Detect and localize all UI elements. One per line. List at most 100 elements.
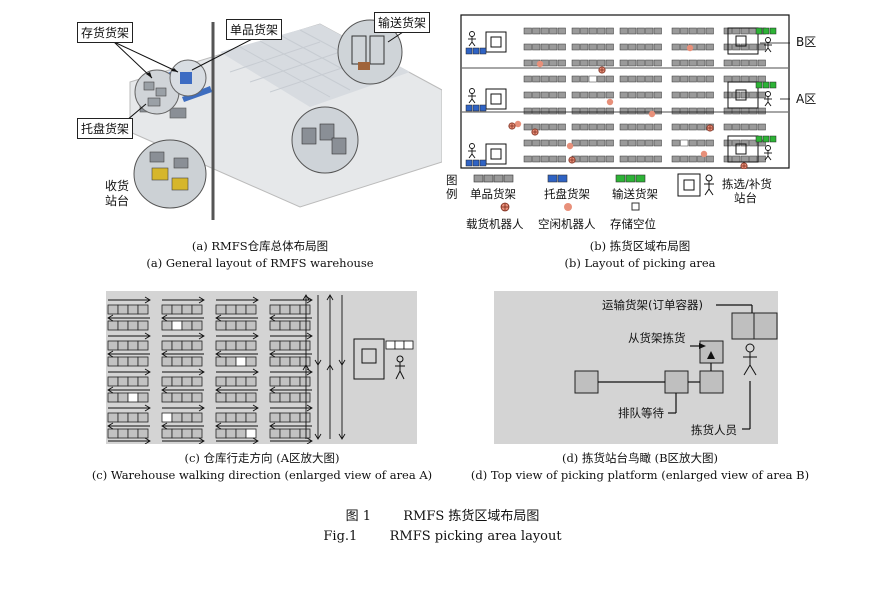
rack-cell [107, 428, 119, 439]
single-rack-cell [732, 107, 741, 115]
single-rack-cell [680, 27, 689, 35]
rack-cell [225, 340, 237, 351]
single-rack-cell [523, 123, 532, 131]
single-rack-cell [740, 123, 749, 131]
rack-cell [235, 320, 247, 331]
rack-cell [161, 304, 173, 315]
rack-cell [245, 340, 257, 351]
label-transport-rack: 运输货架(订单容器) [602, 298, 703, 312]
single-rack-cell [705, 139, 714, 147]
single-rack-cell [671, 75, 680, 83]
single-rack-cell [705, 27, 714, 35]
single-rack-cell [532, 107, 541, 115]
single-rack-cell [523, 27, 532, 35]
picker-icon [764, 91, 772, 107]
conveyor-rack-cell [755, 81, 763, 89]
single-rack-cell [597, 155, 606, 163]
rack-cell [137, 376, 149, 387]
single-rack-cell [705, 107, 714, 115]
single-rack-cell [688, 27, 697, 35]
rack-cell [137, 304, 149, 315]
single-rack-cell [557, 107, 566, 115]
rack-cell [137, 340, 149, 351]
rack-cell [181, 304, 193, 315]
single-rack-cell [653, 107, 662, 115]
rack-cell [181, 320, 193, 331]
rack-cell [117, 428, 129, 439]
panel-d-platform [494, 291, 778, 444]
single-rack-cell [680, 107, 689, 115]
queue-rack-1 [574, 370, 599, 394]
rack-cell [235, 428, 247, 439]
conveyor-rack-cell [762, 27, 770, 35]
rack-cell [191, 376, 203, 387]
rack-cell [117, 340, 129, 351]
single-rack-cell [549, 59, 558, 67]
single-rack-cell [636, 155, 645, 163]
panel-b-layout [460, 14, 790, 170]
rack-cell [245, 392, 257, 403]
rack-cell [289, 340, 301, 351]
single-rack-cell [588, 123, 597, 131]
single-rack-cell [740, 59, 749, 67]
rack-cell [127, 340, 139, 351]
panel-c-walking [106, 291, 417, 445]
single-rack-cell [749, 155, 758, 163]
figure-caption-cn: 图 1 RMFS 拣货区域布局图 [0, 505, 885, 524]
rack-cell [181, 392, 193, 403]
caption-a-en: (a) General layout of RMFS warehouse [146, 256, 374, 270]
rack-cell [235, 356, 247, 367]
single-rack-cell [549, 43, 558, 51]
single-rack-cell [605, 27, 614, 35]
label-storage-rack: 存货货架 [77, 22, 134, 43]
single-rack-cell [757, 155, 766, 163]
single-rack-cell [588, 75, 597, 83]
rack-cell [171, 304, 183, 315]
rack-cell [269, 412, 281, 423]
legend-title-1: 图 [446, 173, 458, 187]
loaded-robot [740, 162, 748, 170]
rack-cell [215, 376, 227, 387]
single-rack-cell [680, 123, 689, 131]
single-rack-cell [636, 43, 645, 51]
conveyor-rack-cell [769, 81, 777, 89]
single-rack-cell [653, 43, 662, 51]
single-rack-cell [740, 27, 749, 35]
rack-cell [181, 428, 193, 439]
single-rack-cell [671, 91, 680, 99]
rack-cell [191, 304, 203, 315]
single-rack-cell [645, 43, 654, 51]
legend-single-rack-swatch [473, 174, 514, 183]
rack-cell [117, 412, 129, 423]
rack-cell [225, 412, 237, 423]
rack-cell [235, 412, 247, 423]
rack-cell [299, 376, 311, 387]
loaded-robot [508, 122, 516, 130]
single-rack-cell [628, 123, 637, 131]
single-rack-cell [680, 155, 689, 163]
rack-cell [127, 304, 139, 315]
single-rack-cell [749, 123, 758, 131]
single-rack-cell [740, 107, 749, 115]
figure-caption-en: Fig.1 RMFS picking area layout [0, 529, 885, 544]
idle-robot [606, 98, 614, 106]
single-rack-cell [697, 27, 706, 35]
idle-robot [536, 60, 544, 68]
single-rack-cell [549, 123, 558, 131]
single-rack-cell [697, 91, 706, 99]
single-rack-cell [523, 43, 532, 51]
single-rack-cell [757, 75, 766, 83]
single-rack-cell [605, 107, 614, 115]
station-rack-cell [385, 340, 396, 350]
single-rack-cell [671, 27, 680, 35]
single-rack-cell [523, 59, 532, 67]
legend-pick-station-1: 拣选/补货 [722, 177, 772, 191]
station-right [727, 135, 759, 163]
single-rack-cell [680, 91, 689, 99]
legend-loaded-robot-swatch [500, 202, 510, 212]
single-rack-cell [540, 43, 549, 51]
pallet-rack-cell [472, 47, 480, 55]
rack-cell [137, 428, 149, 439]
single-rack-cell [571, 107, 580, 115]
single-rack-cell [749, 107, 758, 115]
